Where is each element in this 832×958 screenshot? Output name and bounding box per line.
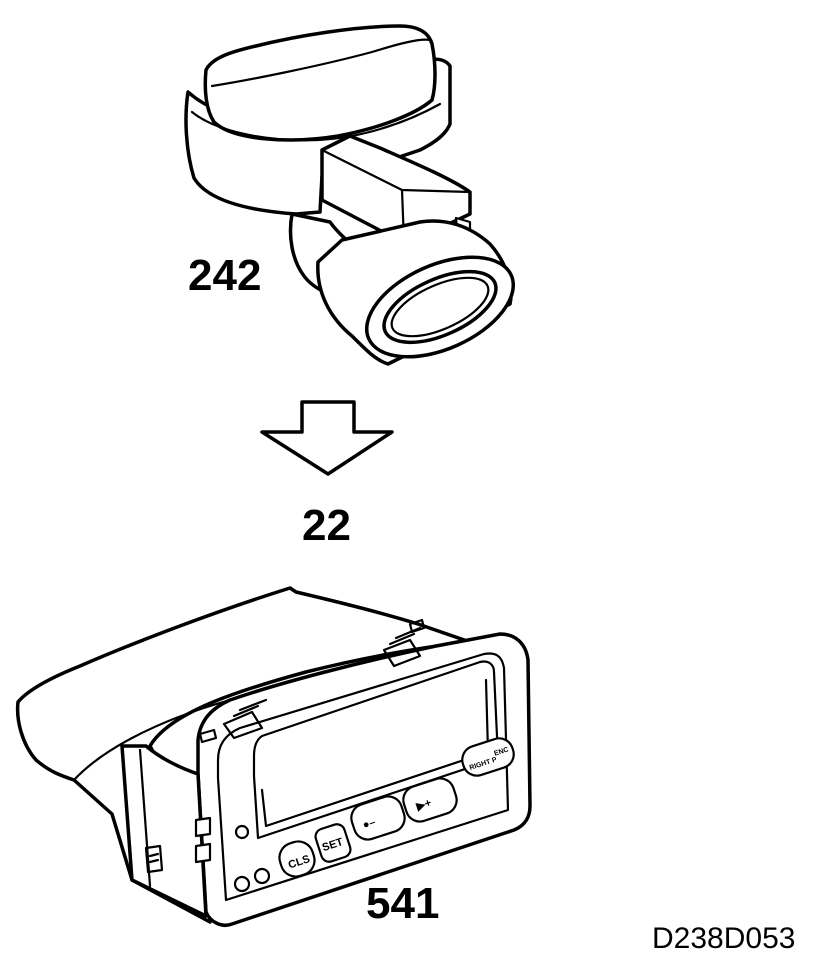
sensor-illustration (184, 24, 516, 366)
svg-text:ENC: ENC (493, 746, 509, 757)
plus-button[interactable]: ▶+ (400, 775, 461, 825)
cls-button[interactable]: CLS (276, 838, 319, 881)
set-button[interactable]: SET (313, 822, 352, 864)
svg-text:●–: ●– (361, 816, 377, 831)
figure-reference: D238D053 (652, 922, 795, 955)
callout-sensor: 242 (188, 251, 261, 300)
callout-arrow: 22 (302, 501, 351, 550)
minus-button[interactable]: ●– (348, 793, 409, 843)
svg-text:▶+: ▶+ (414, 797, 433, 813)
callout-unit: 541 (366, 879, 439, 928)
control-unit-illustration: CLS SET ●– ▶+ RIGHT P ENC (15, 586, 532, 927)
down-arrow-icon (260, 400, 394, 476)
right-top-button[interactable]: RIGHT P ENC (459, 735, 518, 780)
